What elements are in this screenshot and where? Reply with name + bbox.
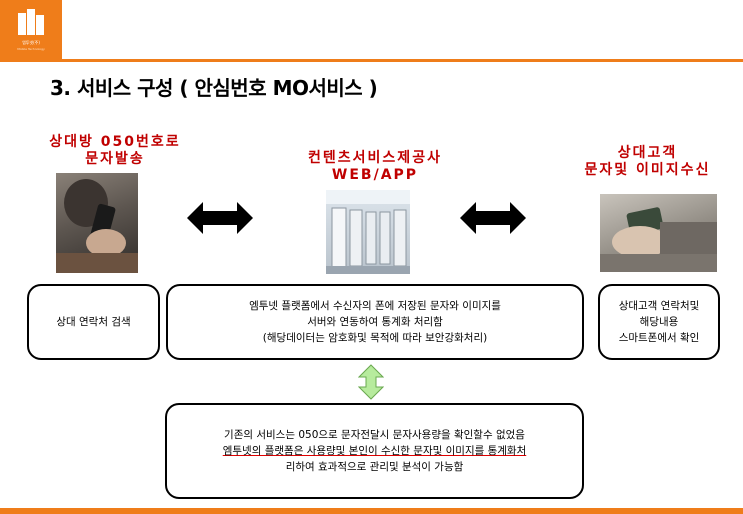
middle-box-line2: 서버와 연동하여 통계화 처리함 — [307, 316, 443, 328]
smartphone-hands-photo — [600, 194, 717, 272]
footer-divider — [0, 508, 743, 514]
left-info-box: 상대 연락처 검색 — [27, 284, 160, 360]
left-heading-line2: 문자발송 — [85, 151, 145, 167]
summary-box: 기존의 서비스는 050으로 문자전달시 문자사용량을 확인할수 없었음 엠투넷… — [165, 403, 584, 499]
right-box-line1: 상대고객 연락처및 — [618, 300, 700, 312]
phone-user-photo — [56, 173, 138, 273]
summary-line1: 기존의 서비스는 050으로 문자전달시 문자사용량을 확인할수 없었음 — [224, 429, 525, 441]
middle-box-line3: (해당데이터는 암호화및 목적에 따라 보안강화처리) — [262, 332, 488, 344]
right-info-box: 상대고객 연락처및 해당내용 스마트폰에서 확인 — [598, 284, 720, 360]
middle-heading: 컨텐츠서비스제공사 WEB/APP — [250, 150, 500, 184]
middle-info-box: 엠투넷 플랫폼에서 수신자의 폰에 저장된 문자와 이미지를 서버와 연동하여 … — [166, 284, 584, 360]
logo-mark-icon — [18, 9, 44, 35]
middle-box-line1: 엠투넷 플랫폼에서 수신자의 폰에 저장된 문자와 이미지를 — [249, 300, 501, 312]
middle-heading-line1: 컨텐츠서비스제공사 — [308, 150, 442, 166]
right-heading-line2: 문자및 이미지수신 — [584, 162, 711, 178]
header-divider — [62, 59, 743, 62]
right-heading: 상대고객 문자및 이미지수신 — [555, 145, 740, 179]
right-double-arrow-icon — [460, 202, 526, 234]
left-heading: 상대방 050번호로 문자발송 — [20, 134, 210, 168]
left-box-text: 상대 연락처 검색 — [56, 316, 131, 328]
middle-heading-line2: WEB/APP — [331, 167, 419, 183]
summary-line3: 리하여 효과적으로 관리및 분석이 가능함 — [285, 461, 464, 473]
left-double-arrow-icon — [187, 202, 253, 234]
right-box-line2: 해당내용 — [639, 316, 679, 328]
logo-subtext: Mobile Technology — [17, 47, 45, 51]
logo-text: 엠투넷(주) — [22, 40, 40, 45]
server-room-photo — [326, 190, 410, 274]
company-logo: 엠투넷(주) Mobile Technology — [0, 0, 62, 62]
page-title: 3. 서비스 구성 ( 안심번호 MO서비스 ) — [50, 76, 378, 100]
right-box-line3: 스마트폰에서 확인 — [618, 332, 700, 344]
left-heading-line1: 상대방 050번호로 — [49, 134, 181, 150]
updown-arrow-icon — [358, 364, 384, 400]
right-heading-line1: 상대고객 — [617, 145, 678, 161]
summary-line2: 엠투넷의 플랫폼은 사용량및 본인이 수신한 문자및 이미지를 통계화처 — [222, 445, 527, 457]
